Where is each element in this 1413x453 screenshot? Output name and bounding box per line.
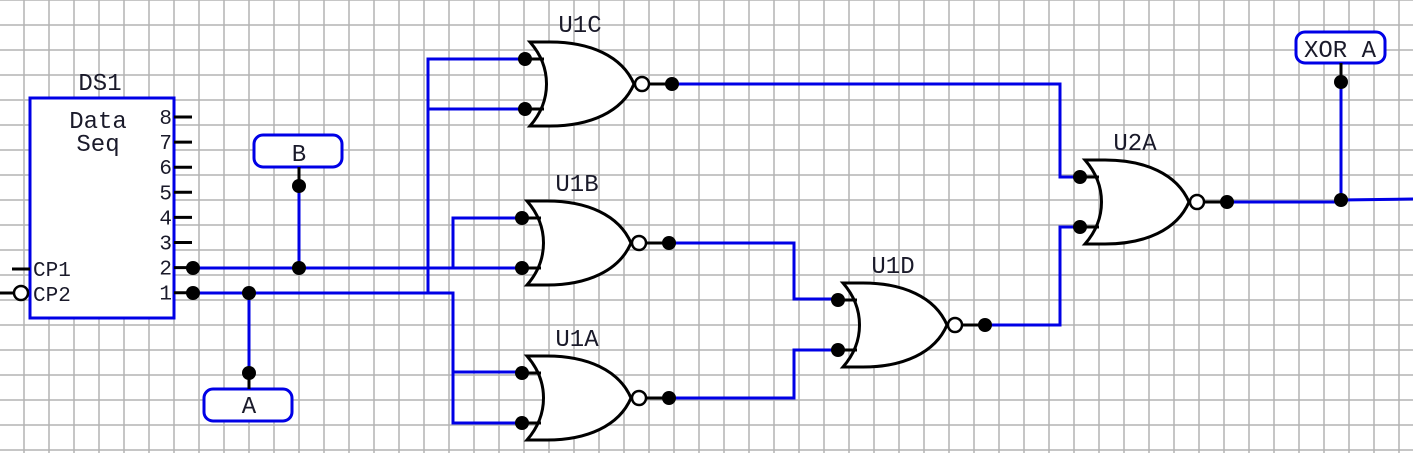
gate-input-2-node-u1d[interactable] xyxy=(831,343,845,357)
gate-input-1-node-u1a[interactable] xyxy=(515,366,529,380)
wire-u1a-out[interactable] xyxy=(668,348,839,400)
wire-u1c-inputs[interactable] xyxy=(426,57,525,293)
probe-xor-a-label: XOR A xyxy=(1304,38,1377,65)
wire-u1d-out[interactable] xyxy=(986,225,1081,327)
gate-output-node-u1d[interactable] xyxy=(978,318,992,332)
gate-body-u1d xyxy=(839,281,949,369)
wire-u1b-out[interactable] xyxy=(668,241,839,301)
probe-a[interactable]: A xyxy=(202,366,294,423)
ds1-pin2-node[interactable] xyxy=(186,261,200,275)
ds1-label-seq: Seq xyxy=(76,132,119,159)
ds1-cp2-inverter-bubble xyxy=(12,284,30,302)
ds1-output-label-6: 6 xyxy=(159,158,172,181)
gate-input-2-node-u2a[interactable] xyxy=(1073,220,1087,234)
ds1-label-data: Data xyxy=(69,109,127,136)
gate-input-1-node-u1b[interactable] xyxy=(515,211,529,225)
ds1-cp2-label: CP2 xyxy=(33,285,71,308)
gate-inverter-bubble-u1c xyxy=(633,75,651,93)
probe-xor-a[interactable]: XOR A xyxy=(1294,30,1387,89)
junction-b-net[interactable] xyxy=(292,261,306,275)
gate-input-1-node-u1d[interactable] xyxy=(831,293,845,307)
gate-ref-u1d: U1D xyxy=(871,254,914,281)
gate-ref-u1b: U1B xyxy=(555,172,598,199)
gate-ref-u2a: U2A xyxy=(1113,131,1157,158)
wire-pin1-net[interactable] xyxy=(193,291,525,425)
ds1-output-label-8: 8 xyxy=(159,108,172,131)
ds1-output-label-4: 4 xyxy=(159,208,172,231)
gate-ref-u1a: U1A xyxy=(555,327,599,354)
gate-inverter-bubble-u1b xyxy=(630,234,648,252)
nor-gate-u2a[interactable]: U2A xyxy=(1073,131,1234,246)
wire-u1b-in1[interactable] xyxy=(451,216,525,268)
probe-xor-a-node[interactable] xyxy=(1334,75,1348,89)
gate-ref-u1c: U1C xyxy=(558,13,601,40)
gate-body-u1b xyxy=(523,199,633,287)
ds1-ref: DS1 xyxy=(78,71,121,98)
gate-output-node-u1a[interactable] xyxy=(662,391,676,405)
gate-inverter-bubble-u1d xyxy=(946,316,964,334)
gate-output-node-u2a[interactable] xyxy=(1220,195,1234,209)
nor-gate-u1d[interactable]: U1D xyxy=(831,254,992,369)
gate-body-u1c xyxy=(526,40,636,128)
gate-body-u2a xyxy=(1081,158,1191,246)
nor-gate-u1c[interactable]: U1C xyxy=(518,13,679,128)
gate-input-2-node-u1b[interactable] xyxy=(515,261,529,275)
gate-output-node-u1b[interactable] xyxy=(662,236,676,250)
junction-xor-net[interactable] xyxy=(1334,193,1348,207)
probe-a-label: A xyxy=(242,394,257,421)
gate-input-2-node-u1a[interactable] xyxy=(515,416,529,430)
ds1-cp1-label: CP1 xyxy=(33,260,71,283)
ds1-body xyxy=(28,96,176,320)
gate-body-u1a xyxy=(523,354,633,442)
probe-a-node[interactable] xyxy=(242,366,256,380)
ds1-output-label-3: 3 xyxy=(159,234,172,257)
wire-u1c-out[interactable] xyxy=(672,82,1081,179)
nor-gate-u1b[interactable]: U1B xyxy=(515,172,676,287)
ds1-output-label-1: 1 xyxy=(159,284,172,307)
gate-input-1-node-u2a[interactable] xyxy=(1073,170,1087,184)
gate-inverter-bubble-u1a xyxy=(630,389,648,407)
ds1-pin1-node[interactable] xyxy=(186,286,200,300)
gate-input-2-node-u1c[interactable] xyxy=(518,102,532,116)
probe-b-node[interactable] xyxy=(292,179,306,193)
nor-gate-u1a[interactable]: U1A xyxy=(515,327,676,442)
gate-input-1-node-u1c[interactable] xyxy=(518,52,532,66)
gate-inverter-bubble-u2a xyxy=(1188,193,1206,211)
wires xyxy=(193,57,1413,425)
probe-b[interactable]: B xyxy=(252,133,344,193)
ds1-output-label-2: 2 xyxy=(159,259,172,282)
ds1-output-label-7: 7 xyxy=(159,133,172,156)
probe-b-label: B xyxy=(292,142,306,169)
gate-output-node-u1c[interactable] xyxy=(665,77,679,91)
junction-a-net[interactable] xyxy=(242,286,256,300)
ds1-output-label-5: 5 xyxy=(159,183,172,206)
junctions xyxy=(242,193,1348,300)
